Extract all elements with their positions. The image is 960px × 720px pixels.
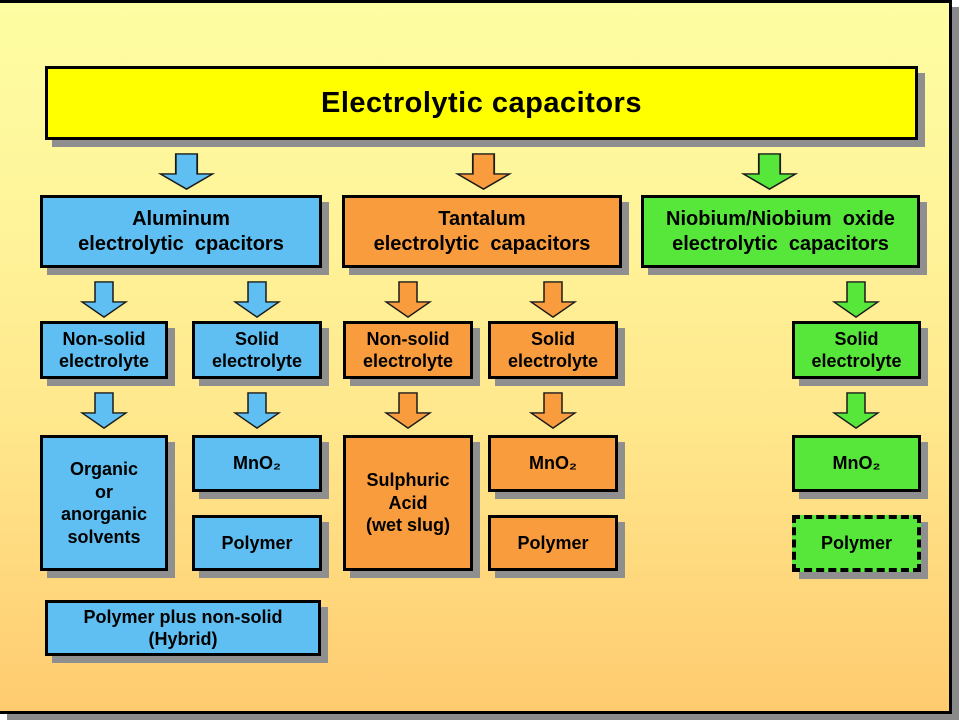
node-aluminum-nonsolid: Non-solid electrolyte [40,321,168,379]
node-niobium-polymer: Polymer [792,515,921,572]
node-tantalum-nonsolid: Non-solid electrolyte [343,321,473,379]
node-tantalum-label: Tantalum electrolytic capacitors [373,207,591,255]
node-aluminum-solid-label: Solid electrolyte [211,328,303,372]
arrow-tantalum-to-nonsolid [384,281,432,318]
node-aluminum-polymer: Polymer [192,515,322,571]
arrow-tantalum-solid-to-mno2 [529,392,577,429]
arrow-title-to-niobium [741,153,798,190]
node-aluminum-hybrid-label: Polymer plus non-solid (Hybrid) [83,606,283,650]
arrow-title-to-tantalum [455,153,512,190]
node-niobium-solid-label: Solid electrolyte [811,328,902,372]
title-box: Electrolytic capacitors [45,66,918,140]
arrow-aluminum-to-nonsolid [80,281,128,318]
node-aluminum: Aluminum electrolytic cpacitors [40,195,322,268]
arrow-aluminum-solid-to-mno2 [233,392,281,429]
node-aluminum-solvents-label: Organic or anorganic solvents [60,459,148,547]
node-niobium-mno2-label: MnO₂ [832,453,881,474]
arrow-tantalum-to-solid [529,281,577,318]
node-niobium: Niobium/Niobium oxide electrolytic capac… [641,195,920,268]
node-aluminum-polymer-label: Polymer [221,532,293,553]
node-tantalum-mno2-label: MnO₂ [529,453,577,474]
arrow-niobium-solid-to-mno2 [832,392,880,429]
node-tantalum-solid-label: Solid electrolyte [507,328,599,372]
arrow-tantalum-nonsolid-to-acid [384,392,432,429]
node-niobium-solid: Solid electrolyte [792,321,921,379]
node-aluminum-label: Aluminum electrolytic cpacitors [78,207,284,255]
node-tantalum-polymer-label: Polymer [517,532,589,553]
node-tantalum-nonsolid-label: Non-solid electrolyte [362,328,454,372]
node-niobium-label: Niobium/Niobium oxide electrolytic capac… [666,207,895,255]
node-aluminum-mno2-label: MnO₂ [233,453,281,474]
node-tantalum: Tantalum electrolytic capacitors [342,195,622,268]
node-aluminum-nonsolid-label: Non-solid electrolyte [58,328,150,372]
arrow-niobium-to-solid [832,281,880,318]
node-niobium-polymer-label: Polymer [820,533,893,554]
node-tantalum-polymer: Polymer [488,515,618,571]
node-aluminum-solvents: Organic or anorganic solvents [40,435,168,571]
node-tantalum-mno2: MnO₂ [488,435,618,492]
node-aluminum-solid: Solid electrolyte [192,321,322,379]
node-aluminum-mno2: MnO₂ [192,435,322,492]
arrow-aluminum-nonsolid-to-solvents [80,392,128,429]
arrow-aluminum-to-solid [233,281,281,318]
node-tantalum-acid: Sulphuric Acid (wet slug) [343,435,473,571]
node-niobium-mno2: MnO₂ [792,435,921,492]
title-label: Electrolytic capacitors [321,86,642,119]
arrow-title-to-aluminum [158,153,215,190]
node-tantalum-solid: Solid electrolyte [488,321,618,379]
node-aluminum-hybrid: Polymer plus non-solid (Hybrid) [45,600,321,656]
node-tantalum-acid-label: Sulphuric Acid (wet slug) [366,470,450,536]
